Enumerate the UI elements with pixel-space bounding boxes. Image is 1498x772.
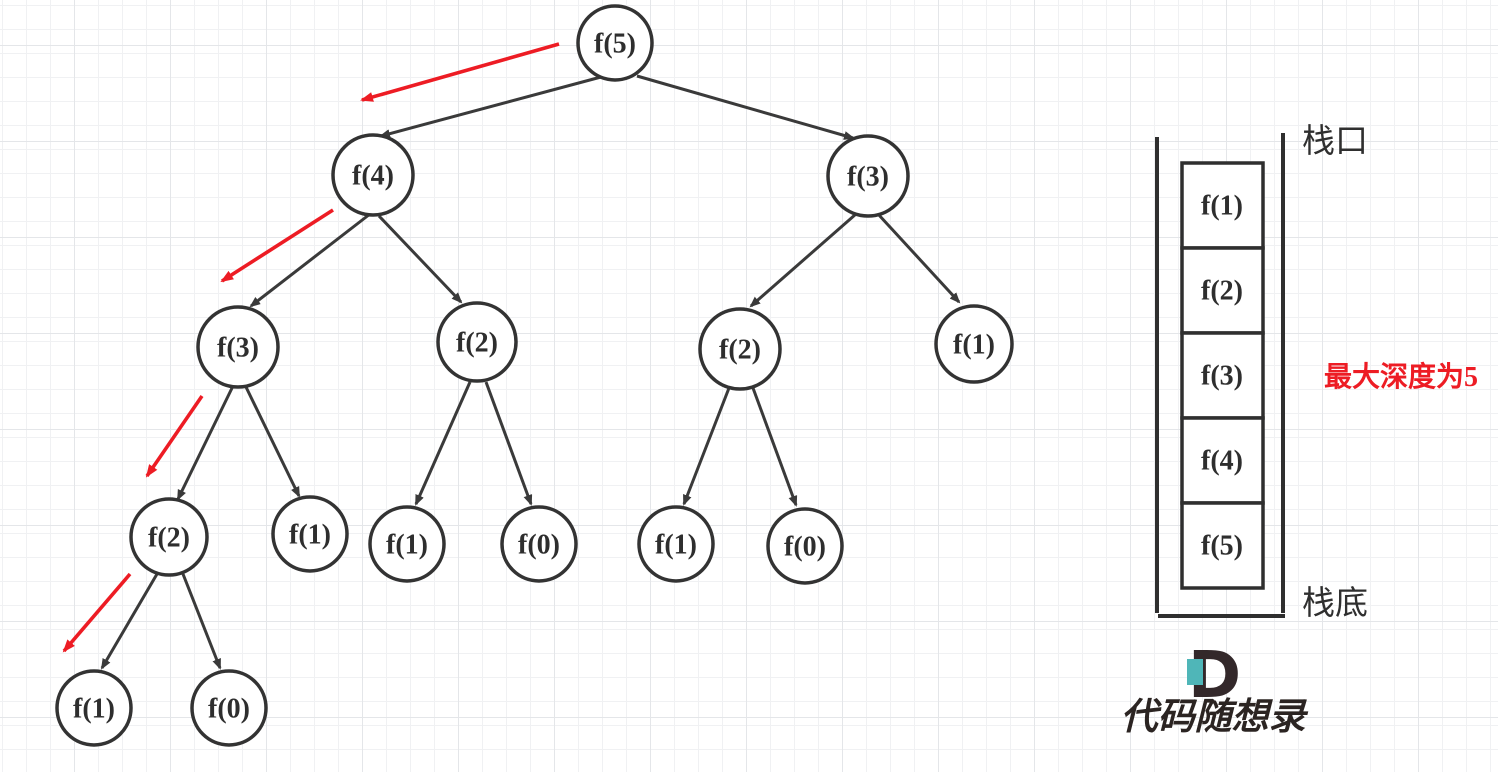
edge-f2-mid-right-f0 bbox=[751, 387, 798, 507]
edge-f3-right-f2-mid-right bbox=[749, 212, 857, 308]
red-arrow-f4-f3 bbox=[220, 208, 334, 283]
stack-frame-label: f(2) bbox=[1201, 276, 1243, 307]
red-arrow-f3-f2 bbox=[145, 394, 204, 478]
node-label: f(0) bbox=[208, 694, 250, 725]
edge-f4-f2-mid-left bbox=[377, 214, 463, 304]
stack-frame-4: f(4) bbox=[1180, 416, 1265, 505]
node-label: f(1) bbox=[655, 530, 697, 561]
node-label: f(1) bbox=[73, 694, 115, 725]
red-arrow-f2-f1 bbox=[62, 572, 132, 653]
edge-f3-left-f2-deep bbox=[176, 385, 235, 501]
stack-bottom-label: 栈底 bbox=[1302, 585, 1368, 622]
call-stack: f(1) f(2) f(3) f(4) f(5) 栈口 栈底 最大深度为5 bbox=[1155, 123, 1478, 622]
stack-frame-1: f(1) bbox=[1180, 161, 1265, 250]
node-circle bbox=[196, 305, 280, 389]
tree-node-f3-left: f(3) bbox=[196, 305, 280, 389]
node-circle bbox=[637, 505, 715, 583]
node-label: f(1) bbox=[386, 530, 428, 561]
node-circle bbox=[55, 669, 133, 747]
node-circle bbox=[190, 669, 268, 747]
tree-node-f0-under-f2-mid-left: f(0) bbox=[500, 505, 578, 583]
stack-top-label: 栈口 bbox=[1302, 123, 1368, 160]
node-circle bbox=[271, 495, 349, 573]
node-label: f(0) bbox=[518, 530, 560, 561]
tree-node-f2-mid-left: f(2) bbox=[436, 301, 518, 383]
node-label: f(3) bbox=[847, 162, 889, 193]
recursion-path-arrows bbox=[62, 42, 560, 653]
node-label: f(5) bbox=[594, 29, 636, 60]
node-label: f(2) bbox=[456, 328, 498, 359]
tree-node-f1-under-f3-left: f(1) bbox=[271, 495, 349, 573]
node-label: f(3) bbox=[217, 333, 259, 364]
tree-node-f1-right: f(1) bbox=[934, 304, 1014, 384]
stack-frame-3: f(3) bbox=[1180, 331, 1265, 420]
node-label: f(4) bbox=[352, 161, 394, 192]
stack-frame-label: f(3) bbox=[1201, 361, 1243, 392]
max-depth-annotation: 最大深度为5 bbox=[1324, 361, 1478, 393]
stack-frame-label: f(4) bbox=[1201, 446, 1243, 477]
node-circle bbox=[331, 133, 415, 217]
red-arrow-f5-f4 bbox=[360, 42, 560, 102]
stack-frame-label: f(1) bbox=[1201, 191, 1243, 222]
node-circle bbox=[698, 307, 782, 391]
node-circle bbox=[826, 134, 910, 218]
edge-f2-deep-f0 bbox=[181, 573, 222, 670]
stack-frame-5: f(5) bbox=[1180, 501, 1265, 590]
tree-node-f1-deepest: f(1) bbox=[55, 669, 133, 747]
edge-f4-f3-left bbox=[249, 212, 371, 308]
tree-node-f2-mid-right: f(2) bbox=[698, 307, 782, 391]
node-circle bbox=[766, 507, 844, 585]
tree-node-f1-under-f2-mid-left: f(1) bbox=[368, 505, 446, 583]
edge-f2-deep-f1 bbox=[100, 573, 159, 670]
node-circle bbox=[576, 4, 654, 82]
tree-nodes: f(5) f(4) f(3) f(3) f(2) f(2) f(1) f(2) bbox=[55, 4, 1014, 747]
node-circle bbox=[436, 301, 518, 383]
tree-node-f4: f(4) bbox=[331, 133, 415, 217]
edge-f5-f3-right bbox=[636, 74, 855, 140]
edge-f3-right-f1-right bbox=[876, 212, 961, 304]
stack-frame-box bbox=[1180, 331, 1265, 420]
node-circle bbox=[368, 505, 446, 583]
node-circle bbox=[129, 497, 209, 577]
stack-frame-2: f(2) bbox=[1180, 246, 1265, 335]
node-label: f(0) bbox=[784, 532, 826, 563]
logo-teal-accent bbox=[1187, 659, 1203, 685]
edge-f3-left-f1 bbox=[244, 386, 301, 498]
tree-node-f3-right: f(3) bbox=[826, 134, 910, 218]
edge-f2-mid-right-f1 bbox=[682, 387, 731, 506]
node-circle bbox=[934, 304, 1014, 384]
node-label: f(2) bbox=[719, 335, 761, 366]
edge-f2-mid-left-f1 bbox=[414, 381, 472, 506]
logo-wordmark: 代码随想录 bbox=[1121, 697, 1309, 738]
tree-node-f2-deep-left: f(2) bbox=[129, 497, 209, 577]
stack-frame-box bbox=[1180, 501, 1265, 590]
node-label: f(1) bbox=[289, 520, 331, 551]
edge-f5-f4 bbox=[379, 75, 602, 139]
tree-node-f5: f(5) bbox=[576, 4, 654, 82]
tree-node-f0-under-f2-mid-right: f(0) bbox=[766, 507, 844, 585]
edge-f2-mid-left-f0 bbox=[484, 381, 533, 506]
stack-frame-label: f(5) bbox=[1201, 531, 1243, 562]
node-label: f(2) bbox=[148, 523, 190, 554]
tree-node-f1-under-f2-mid-right: f(1) bbox=[637, 505, 715, 583]
logo: D 代码随想录 bbox=[1121, 639, 1309, 738]
tree-edges bbox=[100, 74, 961, 670]
tree-node-f0-deepest: f(0) bbox=[190, 669, 268, 747]
node-circle bbox=[500, 505, 578, 583]
node-label: f(1) bbox=[953, 330, 995, 361]
